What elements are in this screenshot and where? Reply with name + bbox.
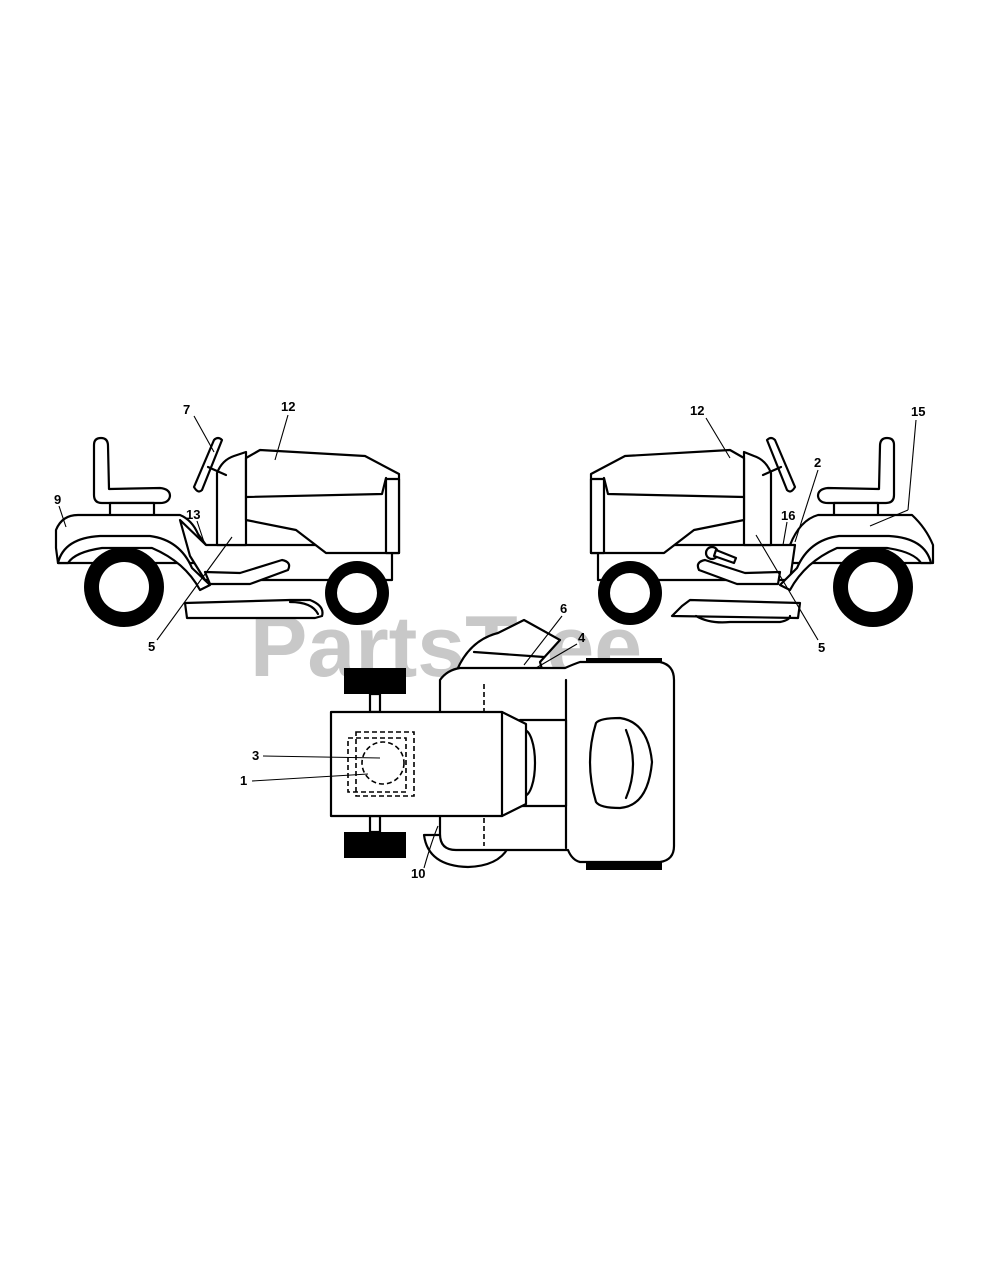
callout-top-4: 4: [578, 630, 586, 645]
wheel-arch-left: [56, 534, 212, 592]
seat-left: [92, 436, 172, 505]
callout-right-15: 15: [911, 404, 925, 419]
steering-column-left: [206, 465, 228, 477]
callout-top-3: 3: [252, 748, 259, 763]
callout-top-1: 1: [240, 773, 247, 788]
footrest-left: [203, 558, 291, 586]
chassis-left: [178, 518, 394, 582]
dash-left: [215, 450, 248, 547]
callout-left-7: 7: [183, 402, 190, 417]
callout-right-2: 2: [814, 455, 821, 470]
decal-zone-1: [347, 737, 407, 793]
callout-right-16: 16: [781, 508, 795, 523]
callout-left-12: 12: [281, 399, 295, 414]
callout-left-13: 13: [186, 507, 200, 522]
dash-right: [742, 450, 773, 547]
callout-left-5: 5: [148, 639, 155, 654]
callout-left-9: 9: [54, 492, 61, 507]
front-tire-top-upper: [344, 668, 406, 694]
seat-back-top: [624, 728, 635, 800]
seat-top: [588, 716, 654, 810]
axle-upper: [368, 692, 382, 714]
steering-wheel-left: [192, 436, 224, 493]
callout-top-6: 6: [560, 601, 567, 616]
tractor-left-view: [54, 436, 401, 627]
decal-zone-2: [355, 731, 415, 797]
callout-numbers: 7 12 9 13 5 12 15 2 16 5 6 4 3 1 10: [54, 399, 925, 881]
front-wheel-hub-right: [610, 573, 650, 613]
front-tire-top-lower: [344, 832, 406, 858]
hood-left: [244, 448, 401, 555]
chute-left: [288, 600, 320, 616]
tractor-top-view: [329, 618, 676, 870]
hood-line-right: [602, 476, 746, 499]
footrest-right: [696, 558, 782, 586]
chute-line-top: [472, 650, 546, 659]
rear-wheel-hub-right: [848, 562, 898, 612]
hood-top: [329, 710, 528, 818]
hood-right: [589, 448, 746, 555]
tractor-right-view: [589, 436, 935, 627]
steering-column-right: [761, 465, 783, 477]
mower-deck-right: [670, 598, 802, 620]
leader-lines: [58, 414, 917, 869]
seat-right: [816, 436, 896, 505]
grille-right: [589, 477, 606, 555]
callout-top-10: 10: [411, 866, 425, 881]
decal-zone-3: [361, 741, 405, 785]
rear-wheel-hub-left: [99, 562, 149, 612]
grille-left: [384, 477, 401, 555]
hood-line-left: [244, 476, 388, 499]
callout-right-12: 12: [690, 403, 704, 418]
axle-lower: [368, 814, 382, 834]
mower-deck-left: [183, 598, 324, 620]
callout-right-5: 5: [818, 640, 825, 655]
steering-wheel-right: [765, 436, 797, 493]
lift-lever: [712, 548, 738, 565]
wheel-arch-right: [778, 534, 933, 592]
deck-skirt-right: [694, 614, 792, 624]
front-wheel-hub-left: [337, 573, 377, 613]
